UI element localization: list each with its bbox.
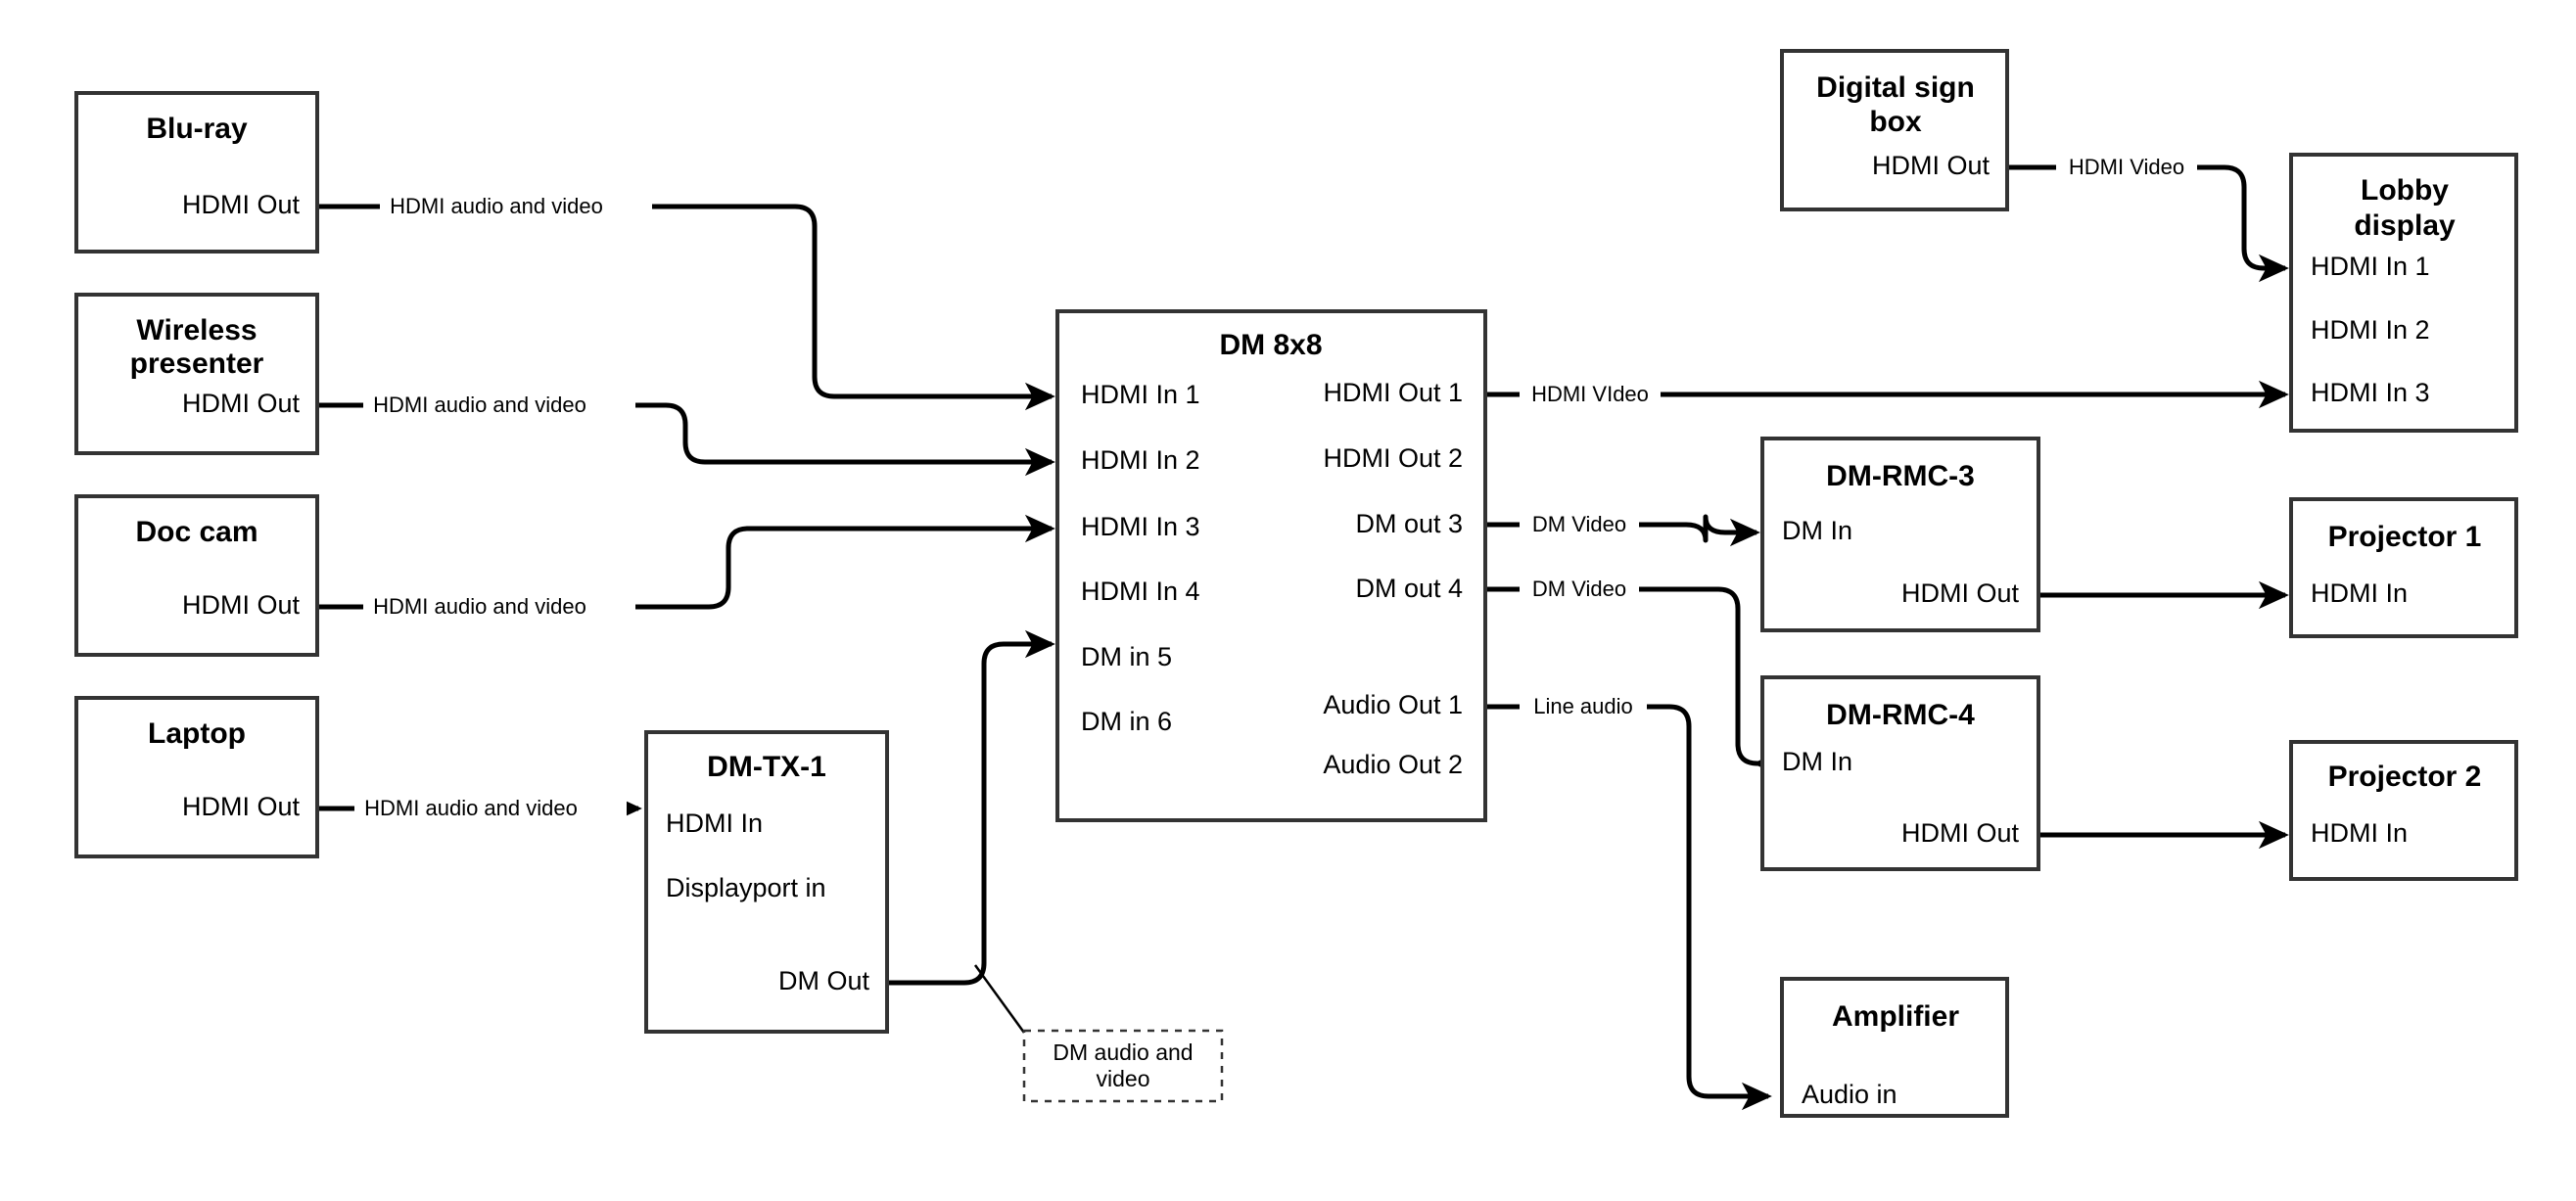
node-dm8x8-port-audio-out-1: Audio Out 1 bbox=[1323, 690, 1463, 719]
edge-label-out4-rmc4: DM Video bbox=[1532, 577, 1626, 601]
node-dm8x8-port-dm-in-6: DM in 6 bbox=[1081, 707, 1172, 736]
node-projector2-port-hdmi-in: HDMI In bbox=[2311, 818, 2408, 848]
link-wireless-to-dm8x8-in2 bbox=[317, 402, 1055, 477]
link-dmtx1-to-dm8x8-in5 bbox=[887, 629, 1055, 986]
node-dm-8x8[interactable]: DM 8x8 HDMI In 1 HDMI In 2 HDMI In 3 HDM… bbox=[1055, 309, 1487, 822]
edge-label-laptop: HDMI audio and video bbox=[364, 796, 578, 820]
node-lobby-port-hdmi-in-3: HDMI In 3 bbox=[2311, 378, 2430, 407]
node-laptop[interactable]: Laptop HDMI Out bbox=[74, 696, 319, 858]
node-lobby-title-line1: Lobby bbox=[2361, 174, 2449, 207]
node-wireless-title-line1: Wireless bbox=[136, 314, 257, 346]
callout-dm-audio-and-video: DM audio and video bbox=[1022, 1029, 1224, 1103]
edge-label-out1-lobby: HDMI VIdeo bbox=[1531, 382, 1649, 406]
edge-label-out3-rmc3: DM Video bbox=[1532, 512, 1626, 536]
node-digital-sign-box[interactable]: Digital sign box HDMI Out bbox=[1780, 49, 2009, 211]
edge-label-aout1-amp: Line audio bbox=[1533, 694, 1633, 718]
node-rmc4-title: DM-RMC-4 bbox=[1826, 699, 1975, 731]
node-rmc4-port-dm-in: DM In bbox=[1782, 747, 1852, 776]
node-dmtx1-port-dm-out: DM Out bbox=[778, 966, 870, 995]
edge-label-signbox: HDMI Video bbox=[2069, 155, 2184, 179]
node-projector1-port-hdmi-in: HDMI In bbox=[2311, 578, 2408, 608]
node-bluray-port-hdmi-out: HDMI Out bbox=[182, 190, 301, 219]
node-dm-rmc-3[interactable]: DM-RMC-3 DM In HDMI Out bbox=[1760, 437, 2040, 632]
node-rmc4-port-hdmi-out: HDMI Out bbox=[1901, 818, 2020, 848]
node-lobby-port-hdmi-in-1: HDMI In 1 bbox=[2311, 252, 2430, 281]
node-lobby-port-hdmi-in-2: HDMI In 2 bbox=[2311, 315, 2430, 345]
callout-leader-line bbox=[973, 964, 1026, 1034]
link-doccam-to-dm8x8-in3 bbox=[317, 514, 1055, 610]
node-dm8x8-port-hdmi-out-2: HDMI Out 2 bbox=[1323, 443, 1463, 473]
node-dm8x8-port-dm-out-4: DM out 4 bbox=[1355, 574, 1463, 603]
node-dm-tx-1[interactable]: DM-TX-1 HDMI In Displayport in DM Out bbox=[644, 730, 889, 1034]
node-dm8x8-port-hdmi-in-2: HDMI In 2 bbox=[1081, 445, 1200, 475]
node-projector1-title: Projector 1 bbox=[2328, 521, 2482, 553]
node-bluray[interactable]: Blu-ray HDMI Out bbox=[74, 91, 319, 254]
edge-label-wireless: HDMI audio and video bbox=[373, 393, 586, 417]
link-signbox-to-lobby-in1 bbox=[1896, 164, 2289, 283]
link-dm8x8-aout1-to-amplifier bbox=[1485, 704, 1772, 1111]
link-dm8x8-out4-to-rmc4 bbox=[1485, 586, 1784, 778]
node-projector-2[interactable]: Projector 2 HDMI In bbox=[2289, 740, 2518, 881]
node-amplifier-port-audio-in: Audio in bbox=[1802, 1080, 1897, 1109]
node-projector2-title: Projector 2 bbox=[2328, 761, 2482, 793]
node-dm8x8-port-hdmi-in-3: HDMI In 3 bbox=[1081, 512, 1200, 541]
edge-label-doccam: HDMI audio and video bbox=[373, 594, 586, 619]
node-dm-rmc-4[interactable]: DM-RMC-4 DM In HDMI Out bbox=[1760, 675, 2040, 871]
node-dm8x8-port-audio-out-2: Audio Out 2 bbox=[1323, 750, 1463, 779]
node-signbox-port-hdmi-out: HDMI Out bbox=[1872, 151, 1991, 180]
node-doccam-port-hdmi-out: HDMI Out bbox=[182, 590, 301, 620]
node-rmc3-port-hdmi-out: HDMI Out bbox=[1901, 578, 2020, 608]
link-dm8x8-out3-to-rmc3 bbox=[1485, 514, 1760, 547]
node-signbox-title-line1: Digital sign bbox=[1816, 71, 1975, 104]
node-rmc3-title: DM-RMC-3 bbox=[1826, 460, 1975, 492]
node-dm8x8-port-hdmi-in-1: HDMI In 1 bbox=[1081, 380, 1200, 409]
node-wireless-presenter[interactable]: Wireless presenter HDMI Out bbox=[74, 293, 319, 455]
node-laptop-port-hdmi-out: HDMI Out bbox=[182, 792, 301, 821]
node-lobby-display[interactable]: Lobby display HDMI In 1 HDMI In 2 HDMI I… bbox=[2289, 153, 2518, 433]
callout-text-line2: video bbox=[1097, 1066, 1150, 1091]
node-amplifier[interactable]: Amplifier Audio in bbox=[1780, 977, 2009, 1118]
node-dmtx1-port-hdmi-in: HDMI In bbox=[666, 808, 763, 838]
node-doccam-title: Doc cam bbox=[135, 516, 258, 548]
node-projector-1[interactable]: Projector 1 HDMI In bbox=[2289, 497, 2518, 638]
callout-text-line1: DM audio and bbox=[1053, 1039, 1193, 1065]
node-bluray-title: Blu-ray bbox=[146, 113, 248, 145]
node-rmc3-port-dm-in: DM In bbox=[1782, 516, 1852, 545]
edge-label-bluray: HDMI audio and video bbox=[390, 194, 603, 218]
node-dm8x8-title: DM 8x8 bbox=[1219, 329, 1322, 361]
node-wireless-port-hdmi-out: HDMI Out bbox=[182, 389, 301, 418]
node-dm8x8-port-hdmi-in-4: HDMI In 4 bbox=[1081, 577, 1200, 606]
node-wireless-title-line2: presenter bbox=[130, 347, 264, 380]
node-laptop-title: Laptop bbox=[148, 717, 246, 750]
node-amplifier-title: Amplifier bbox=[1832, 1000, 1959, 1033]
link-bluray-to-dm8x8-in1 bbox=[317, 204, 1055, 411]
node-doc-cam[interactable]: Doc cam HDMI Out bbox=[74, 494, 319, 657]
node-dmtx1-title: DM-TX-1 bbox=[707, 751, 826, 783]
node-dm8x8-port-dm-in-5: DM in 5 bbox=[1081, 642, 1172, 671]
node-dmtx1-port-displayport-in: Displayport in bbox=[666, 873, 826, 902]
node-dm8x8-port-dm-out-3: DM out 3 bbox=[1355, 509, 1463, 538]
node-lobby-title-line2: display bbox=[2354, 209, 2456, 242]
node-dm8x8-port-hdmi-out-1: HDMI Out 1 bbox=[1323, 378, 1463, 407]
node-signbox-title-line2: box bbox=[1869, 106, 1922, 138]
